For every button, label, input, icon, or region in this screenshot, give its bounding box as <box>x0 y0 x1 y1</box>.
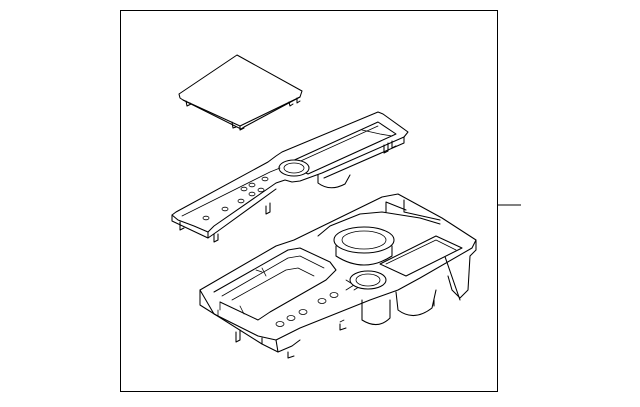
assembly-frame <box>120 10 498 392</box>
console-base-tray <box>199 193 477 359</box>
lid-panel <box>178 54 303 131</box>
upper-trim-panel <box>171 111 409 243</box>
